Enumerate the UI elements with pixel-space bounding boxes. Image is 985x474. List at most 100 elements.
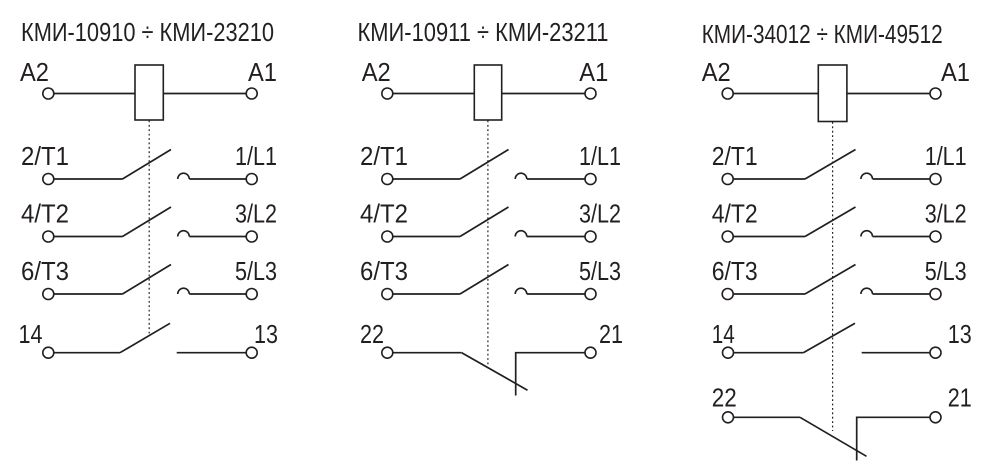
terminal-circle: [380, 346, 394, 360]
nc-contact-blade: [799, 416, 867, 458]
contact-label-right: 13: [254, 319, 278, 349]
terminal-label-a1: A1: [248, 57, 277, 87]
terminal-circle: [245, 230, 258, 243]
terminal-circle-a2: [41, 87, 55, 100]
terminal-circle: [584, 172, 597, 186]
coil-box: [817, 64, 848, 123]
terminal-circle: [721, 287, 735, 301]
terminal-circle: [929, 346, 942, 360]
terminal-circle: [721, 410, 735, 424]
fixed-contact-arc: [514, 172, 528, 180]
contact-label-right: 21: [599, 319, 623, 349]
diagram-2: КМИ-10911 ÷ КМИ-23211 A2 A1 2/T1 1/L1 4/…: [358, 17, 623, 396]
diagram-1-contact-row-2: 4/T2 3/L2: [21, 199, 277, 243]
terminal-circle: [245, 172, 258, 186]
contact-blade: [459, 148, 509, 180]
contact-label-left: 6/T3: [712, 256, 758, 286]
contact-blade: [119, 322, 171, 354]
contact-blade: [804, 263, 856, 295]
terminal-label-a1: A1: [941, 57, 970, 87]
fixed-contact-arc: [176, 172, 191, 180]
diagram-2-title: КМИ-10911 ÷ КМИ-23211: [358, 17, 609, 47]
contact-blade: [804, 206, 856, 238]
coil-box: [134, 64, 165, 121]
terminal-label-a2: A2: [702, 57, 731, 87]
fixed-contact-arc: [514, 229, 528, 237]
contact-label-right: 3/L2: [235, 199, 277, 229]
contact-label-right: 13: [948, 319, 972, 349]
contact-blade: [459, 263, 509, 295]
terminal-circle: [41, 172, 55, 186]
terminal-circle: [584, 230, 597, 243]
nc-contact-blade: [461, 351, 528, 391]
contact-label-right: 5/L3: [235, 256, 277, 286]
contact-label-left: 14: [19, 319, 43, 349]
terminal-circle: [380, 230, 394, 243]
terminal-circle-a2: [721, 87, 735, 100]
terminal-circle: [41, 230, 55, 243]
contact-blade: [122, 148, 172, 180]
diagram-1-aux-no-row: 14 13: [19, 319, 278, 360]
diagram-3-coil-row: A2 A1: [702, 57, 970, 431]
contact-label-right: 1/L1: [579, 141, 621, 171]
terminal-circle: [245, 287, 258, 301]
diagram-2-contact-row-3: 6/T3 5/L3: [360, 256, 621, 301]
diagram-3-contact-row-1: 2/T1 1/L1: [712, 141, 967, 186]
terminal-circle-a2: [380, 87, 394, 100]
coil-box: [473, 64, 503, 121]
contact-label-left: 4/T2: [360, 199, 408, 229]
terminal-circle-a1: [584, 87, 597, 100]
diagram-3: КМИ-34012 ÷ КМИ-49512 A2 A1 2/T1 1/L1 4/…: [702, 19, 972, 461]
terminal-circle: [41, 287, 55, 301]
terminal-circle: [584, 346, 597, 360]
diagram-1-contact-row-1: 2/T1 1/L1: [21, 141, 277, 186]
diagram-2-contact-row-1: 2/T1 1/L1: [360, 141, 621, 186]
terminal-circle: [380, 172, 394, 186]
contact-label-right: 3/L2: [925, 199, 967, 229]
terminal-circle-a1: [245, 87, 258, 100]
contact-label-right: 1/L1: [235, 141, 277, 171]
contact-label-right: 1/L1: [925, 141, 967, 171]
nc-contact-seat: [514, 351, 585, 396]
contact-label-left: 4/T2: [21, 199, 69, 229]
terminal-circle: [721, 230, 735, 243]
contact-blade: [802, 322, 856, 354]
terminal-circle: [721, 172, 735, 186]
contact-blade: [804, 148, 856, 180]
diagram-3-contact-row-3: 6/T3 5/L3: [712, 256, 967, 301]
terminal-circle: [380, 287, 394, 301]
contact-label-left: 22: [360, 319, 384, 349]
contact-blade: [122, 206, 172, 238]
terminal-circle: [721, 346, 735, 360]
contact-label-left: 22: [712, 383, 737, 413]
terminal-label-a1: A1: [579, 57, 608, 87]
contact-label-left: 2/T1: [360, 141, 408, 171]
diagram-3-aux-no-row: 14 13: [712, 319, 972, 360]
diagram-1: КМИ-10910 ÷ КМИ-23210 A2 A1 2/T1 1/L1 4/…: [19, 17, 278, 360]
fixed-contact-arc: [176, 229, 191, 237]
contact-label-left: 6/T3: [21, 256, 69, 286]
diagram-2-aux-nc-row: 22 21: [360, 319, 623, 396]
contact-blade: [459, 206, 509, 238]
diagram-3-title: КМИ-34012 ÷ КМИ-49512: [702, 19, 943, 49]
contact-label-left: 6/T3: [360, 256, 408, 286]
fixed-contact-arc: [514, 287, 528, 295]
contact-label-right: 3/L2: [579, 199, 621, 229]
terminal-circle: [929, 410, 942, 424]
diagram-1-contact-row-3: 6/T3 5/L3: [21, 256, 277, 301]
contact-label-left: 2/T1: [712, 141, 758, 171]
terminal-circle: [245, 346, 258, 360]
fixed-contact-arc: [860, 287, 874, 295]
nc-contact-seat: [855, 416, 930, 461]
diagram-1-coil-row: A2 A1: [20, 57, 277, 336]
contact-label-right: 5/L3: [579, 256, 621, 286]
terminal-circle: [584, 287, 597, 301]
fixed-contact-arc: [176, 287, 191, 295]
contact-label-left: 14: [712, 319, 735, 349]
terminal-circle: [41, 346, 55, 360]
terminal-circle-a1: [929, 87, 942, 100]
fixed-contact-arc: [860, 229, 874, 237]
terminal-label-a2: A2: [362, 57, 391, 87]
